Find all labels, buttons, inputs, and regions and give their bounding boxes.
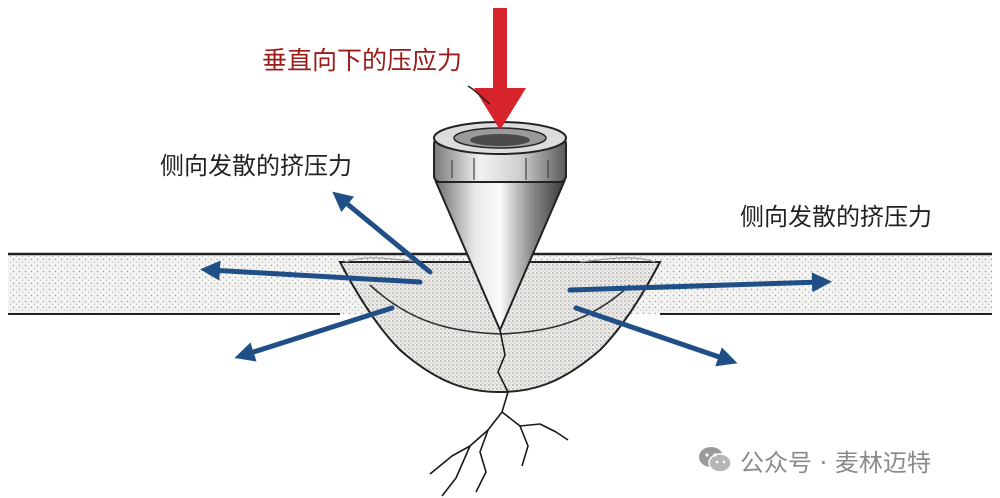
arrow-upper-left — [332, 191, 433, 275]
label-leader-line — [467, 85, 491, 105]
right-lateral-force-label: 侧向发散的挤压力 — [740, 203, 932, 231]
spike — [433, 121, 567, 333]
left-lateral-force-label: 侧向发散的挤压力 — [160, 152, 352, 180]
arrow-lower-left — [234, 305, 395, 362]
wechat-icon — [699, 447, 732, 473]
watermark-text: 公众号 · 麦林迈特 — [740, 448, 931, 477]
crack — [429, 329, 569, 497]
vertical-force-arrow — [474, 8, 526, 130]
watermark: 公众号 · 麦林迈特 — [698, 443, 931, 477]
arrow-mid-right — [567, 272, 832, 293]
lateral-force-arrows — [200, 191, 832, 367]
arrow-mid-left — [200, 260, 423, 285]
vertical-force-label: 垂直向下的压应力 — [262, 46, 463, 75]
arrow-lower-right — [573, 305, 738, 367]
